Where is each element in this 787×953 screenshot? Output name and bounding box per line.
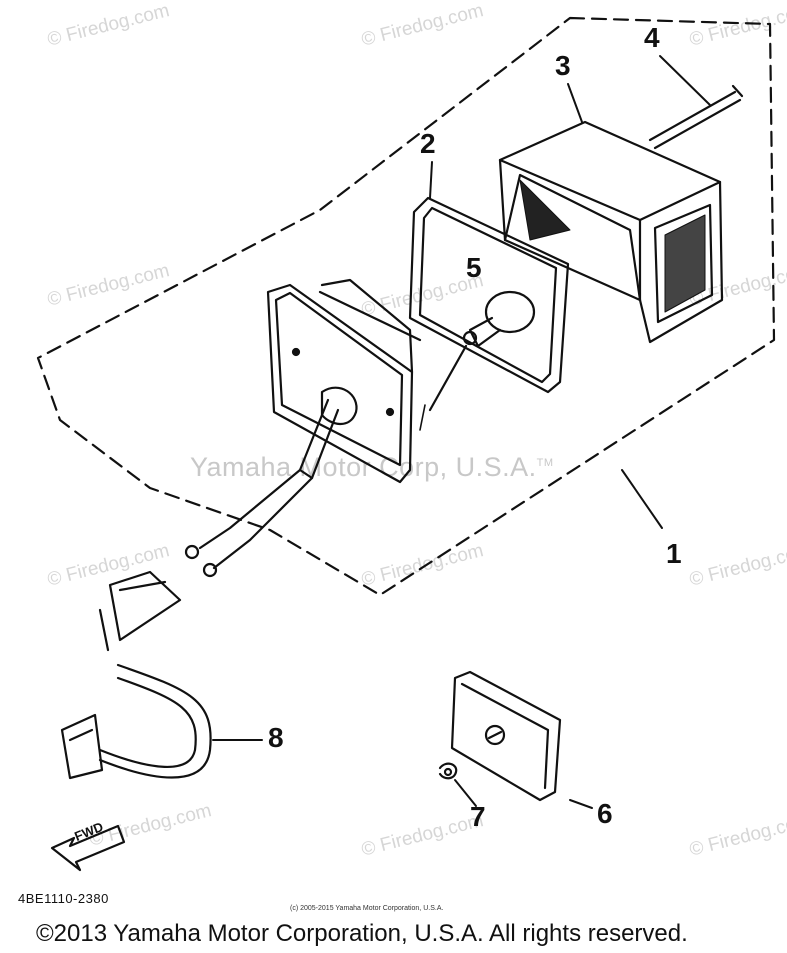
base-wires <box>184 468 314 578</box>
leader-1 <box>621 469 663 529</box>
wire-harness <box>60 570 212 780</box>
screw <box>648 84 744 150</box>
light-base <box>266 278 422 484</box>
bulb <box>419 290 536 431</box>
leader-2 <box>429 161 433 199</box>
license-plate-bracket <box>450 670 562 802</box>
gasket <box>408 196 570 394</box>
callout-1: 1 <box>666 538 682 569</box>
leader-3 <box>567 83 583 123</box>
footer-copyright: ©2013 Yamaha Motor Corporation, U.S.A. A… <box>36 920 688 947</box>
fwd-arrow <box>50 824 126 872</box>
small-copyright: (c) 2005-2015 Yamaha Motor Corporation, … <box>290 905 444 912</box>
diagram-code: 4BE1110-2380 <box>18 891 109 906</box>
callout-7: 7 <box>470 801 486 832</box>
callout-4: 4 <box>644 22 660 53</box>
lens-cover <box>498 120 724 344</box>
center-watermark: Yamaha Motor Corp, U.S.A.TM <box>190 452 554 482</box>
callout-6: 6 <box>597 798 613 829</box>
leader-7 <box>454 779 477 807</box>
leader-6 <box>569 799 593 809</box>
callout-5: 5 <box>466 252 482 283</box>
callout-3: 3 <box>555 50 571 81</box>
leader-4 <box>659 55 711 106</box>
leader-lines <box>212 55 711 809</box>
assembly-boundary <box>36 16 776 597</box>
callout-2: 2 <box>420 128 436 159</box>
callout-8: 8 <box>268 722 284 753</box>
clip <box>438 762 458 780</box>
